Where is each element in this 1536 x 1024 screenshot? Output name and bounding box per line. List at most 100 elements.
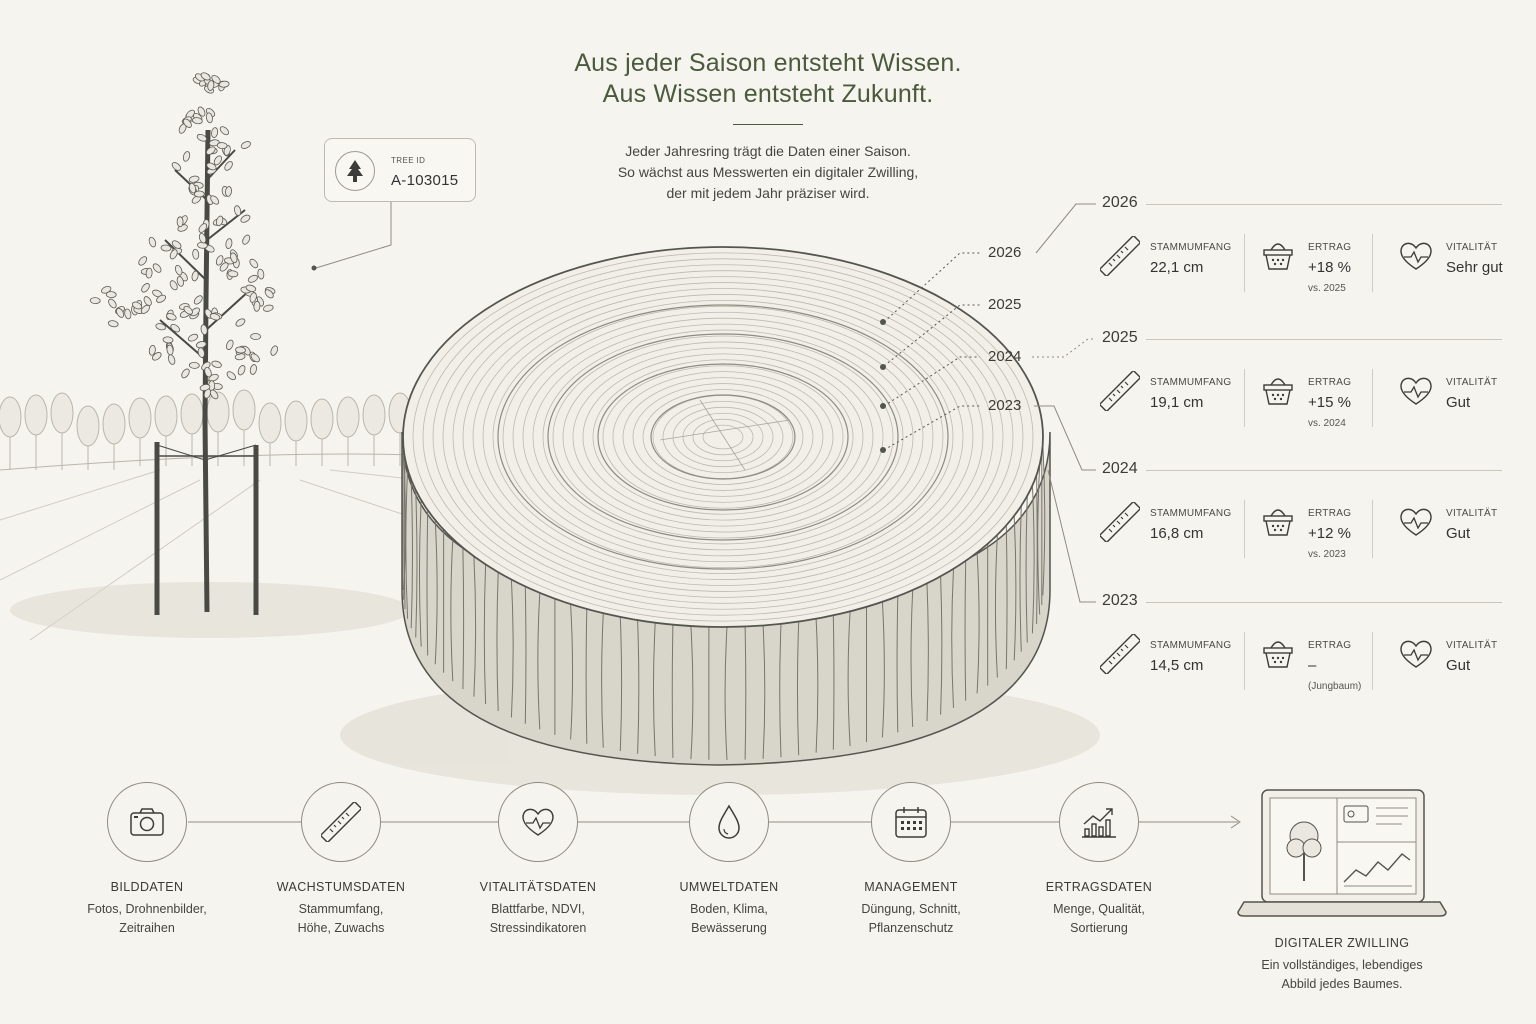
flow-step-umweltdaten: UMWELTDATEN Boden, Klima, Bewässerung — [629, 782, 829, 938]
metric-label: VITALITÄT — [1446, 508, 1498, 519]
metric-separator — [1372, 632, 1373, 690]
metric-note: vs. 2023 — [1308, 549, 1346, 560]
flow-step-description: Düngung, Schnitt, Pflanzenschutz — [811, 900, 1011, 938]
ring-label-2024: 2024 — [988, 348, 1022, 365]
metric-value: Gut — [1446, 394, 1471, 411]
flow-step-vitalitätsdaten: VITALITÄTSDATEN Blattfarbe, NDVI, Stressin… — [438, 782, 638, 938]
metric-separator — [1372, 234, 1373, 292]
laptop-icon — [1237, 789, 1447, 917]
metric-separator — [1372, 369, 1373, 427]
flow-step-title: ERTRAGSDATEN — [1045, 880, 1153, 894]
metric-label: ERTRAG — [1308, 242, 1352, 253]
season-year: 2023 — [1102, 592, 1146, 610]
flow-step-line-2: Sortierung — [1070, 921, 1128, 935]
metric-separator — [1244, 234, 1245, 292]
metric-value: Sehr gut — [1446, 259, 1503, 276]
headline-line-1: Aus jeder Saison entsteht Wissen. — [574, 49, 962, 77]
metric-value: +15 % — [1308, 394, 1351, 411]
intro-line-3: der mit jedem Jahr präziser wird. — [666, 185, 870, 201]
digital-twin-description: Ein vollständiges, lebendiges Abbild jed… — [1232, 956, 1452, 994]
flow-step-title: MANAGEMENT — [864, 880, 958, 894]
flow-step-title: UMWELTDATEN — [679, 880, 779, 894]
flow-step-line-2: Pflanzenschutz — [868, 921, 954, 935]
flow-step-description: Blattfarbe, NDVI, Stressindikatoren — [438, 900, 638, 938]
flow-step-bilddaten: BILDDATEN Fotos, Drohnenbilder,Zeitraihen — [47, 782, 247, 938]
calendar-icon — [871, 782, 951, 862]
ring-label-2023: 2023 — [988, 397, 1022, 414]
young-tree — [154, 129, 259, 615]
flow-step-title: WACHSTUMSDATEN — [276, 880, 406, 894]
flow-step-line-2: Höhe, Zuwachs — [297, 921, 385, 935]
digital-twin-line-2: Abbild jedes Baumes. — [1281, 977, 1403, 991]
season-connectors — [1032, 203, 1096, 603]
flow-step-management: MANAGEMENT Düngung, Schnitt, Pflanzenschut… — [811, 782, 1011, 938]
metric-label: STAMMUMFANG — [1150, 640, 1232, 651]
tree-id-card[interactable]: TREE ID A-103015 — [324, 138, 476, 202]
season-divider — [1140, 339, 1502, 340]
metric-separator — [1244, 369, 1245, 427]
metric-value: Gut — [1446, 525, 1471, 542]
metric-note: vs. 2025 — [1308, 283, 1346, 294]
header: Aus jeder Saison entsteht Wissen. Aus Wi… — [0, 48, 1536, 204]
metric-value: 14,5 cm — [1150, 657, 1204, 674]
digital-twin: DIGITALER ZWILLING Ein vollständiges, le… — [1232, 786, 1452, 991]
metric-label: VITALITÄT — [1446, 377, 1498, 388]
orchard-background — [0, 389, 421, 641]
flow-step-description: Menge, Qualität, Sortierung — [999, 900, 1199, 938]
tree-id-leader — [315, 201, 392, 269]
metric-separator — [1244, 500, 1245, 558]
metric-value: +18 % — [1308, 259, 1351, 276]
tree-icon — [335, 151, 375, 191]
season-year: 2026 — [1102, 194, 1146, 212]
ring-label-2025: 2025 — [988, 296, 1022, 313]
flow-step-line-1: Menge, Qualität, — [1053, 902, 1145, 916]
headline-divider — [733, 124, 803, 125]
season-year: 2024 — [1102, 460, 1146, 478]
heart-pulse-icon — [498, 782, 578, 862]
flow-step-description: Boden, Klima, Bewässerung — [629, 900, 829, 938]
metric-separator — [1244, 632, 1245, 690]
metric-value: 22,1 cm — [1150, 259, 1204, 276]
tree-id-label: TREE ID — [391, 156, 426, 165]
flow-step-description: Fotos, Drohnenbilder,Zeitraihen — [47, 900, 247, 938]
metric-label: ERTRAG — [1308, 640, 1352, 651]
metric-value: +12 % — [1308, 525, 1351, 542]
flow-step-ertragsdaten: ERTRAGSDATEN Menge, Qualität, Sortierung — [999, 782, 1199, 938]
headline-line-2: Aus Wissen entsteht Zukunft. — [602, 80, 934, 108]
metric-note: (Jungbaum) — [1308, 681, 1362, 692]
flow-step-line-1: Boden, Klima, — [690, 902, 768, 916]
flow-step-line-1: Fotos, Drohnenbilder, — [87, 902, 207, 916]
flow-step-description: Stammumfang, Höhe, Zuwachs — [241, 900, 441, 938]
metric-value: – — [1308, 657, 1317, 674]
metric-label: VITALITÄT — [1446, 640, 1498, 651]
digital-twin-line-1: Ein vollständiges, lebendiges — [1261, 958, 1423, 972]
metric-note: vs. 2024 — [1308, 418, 1346, 429]
metric-label: STAMMUMFANG — [1150, 242, 1232, 253]
tree-foliage — [89, 72, 278, 400]
digital-twin-title: DIGITALER ZWILLING — [1274, 936, 1410, 950]
metric-label: VITALITÄT — [1446, 242, 1498, 253]
camera-icon — [107, 782, 187, 862]
metric-label: STAMMUMFANG — [1150, 508, 1232, 519]
season-divider — [1140, 470, 1502, 471]
metric-label: ERTRAG — [1308, 377, 1352, 388]
season-divider — [1140, 602, 1502, 603]
season-year: 2025 — [1102, 329, 1146, 347]
metric-value: 19,1 cm — [1150, 394, 1204, 411]
ring-label-2026: 2026 — [988, 244, 1022, 261]
intro-line-2: So wächst aus Messwerten ein digitaler Z… — [617, 164, 919, 180]
flow-step-line-1: Blattfarbe, NDVI, — [491, 902, 585, 916]
flow-step-line-2: Bewässerung — [691, 921, 767, 935]
ruler-icon — [301, 782, 381, 862]
flow-step-wachstumsdaten: WACHSTUMSDATEN Stammumfang, Höhe, Zuwachs — [241, 782, 441, 938]
metric-label: ERTRAG — [1308, 508, 1352, 519]
flow-step-title: VITALITÄTSDATEN — [479, 880, 597, 894]
flow-step-title: BILDDATEN — [110, 880, 184, 894]
season-divider — [1140, 204, 1502, 205]
flow-step-line-1: Stammumfang, — [298, 902, 384, 916]
ring-leaders — [883, 252, 980, 451]
stump-top — [402, 246, 1044, 628]
flow-step-line-2: Stressindikatoren — [489, 921, 587, 935]
flow-step-line-1: Düngung, Schnitt, — [861, 902, 961, 916]
